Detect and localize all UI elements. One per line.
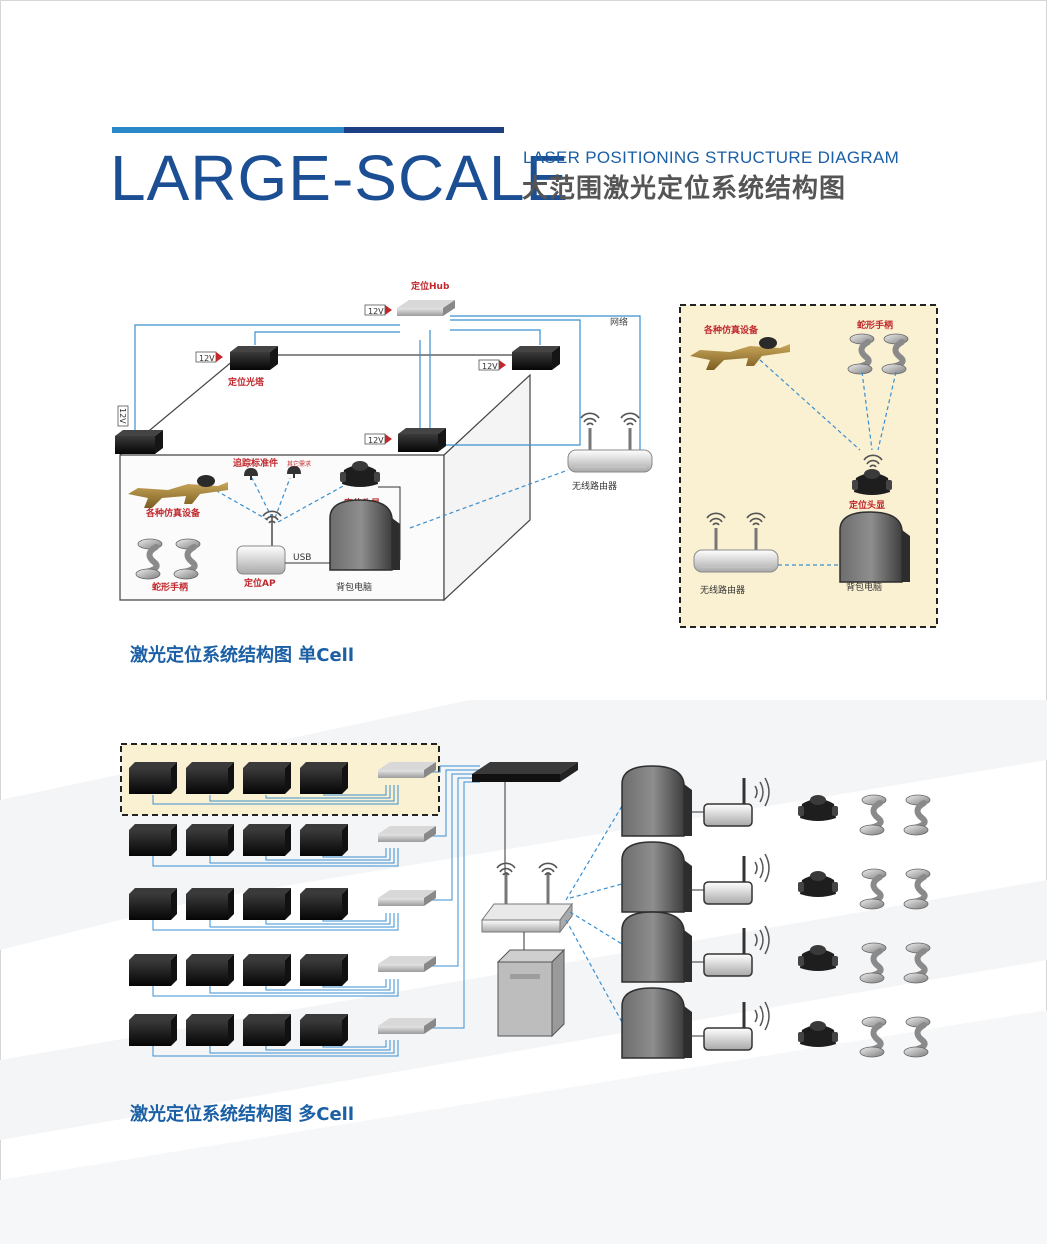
page-title: LARGE-SCALE [110,142,570,214]
inset-sim-label: 各种仿真设备 [703,324,759,336]
header-accent-bar-dark [344,127,504,133]
lighthouse-tower [398,428,446,452]
usb-label: USB [293,553,311,563]
inset-snake-label: 蛇形手柄 [857,319,893,331]
voltage-label: 12V [368,307,384,316]
background-stripe [0,1010,1047,1244]
inset-hmd-label: 定位头显 [848,499,885,511]
multi-cell-caption: 激光定位系统结构图 多Cell [130,1104,355,1125]
subtitle-english: LASER POSITIONING STRUCTURE DIAGRAM [523,148,900,167]
user-station [621,911,930,983]
snake-label: 蛇形手柄 [152,581,188,593]
voltage-label: 12V [199,354,215,363]
sim-device-label: 各种仿真设备 [145,507,201,519]
tower-label: 定位光塔 [227,376,265,388]
user-station [621,987,930,1058]
lighthouse-tower [115,430,163,454]
router-label: 无线路由器 [572,480,617,492]
backpack-pc [329,499,401,571]
server-tower [496,948,566,1038]
lighthouse-tower [512,346,560,370]
user-station [621,841,930,913]
inset-router-label: 无线路由器 [700,584,745,596]
voltage-label: 12V [368,436,384,445]
lighthouse-tower [230,346,278,370]
voltage-tag: 12V [117,405,129,427]
network-label: 网络 [610,316,628,328]
tracker-other-label: 其它需求 [287,460,311,468]
single-cell-caption: 激光定位系统结构图 单Cell [130,645,355,666]
pc-label: 背包电脑 [336,581,372,593]
multi-wireless-links [565,805,623,1023]
svg-text:12V: 12V [118,408,127,424]
ap-label: 定位AP [243,577,276,589]
inset-wireless-links [759,359,897,566]
network-switch [472,762,578,782]
central-router [481,862,573,934]
subtitle-chinese: 大范围激光定位系统结构图 [522,174,847,204]
positioning-hub [397,300,455,316]
positioning-ap [236,510,286,575]
header-accent-bar-light [112,127,344,133]
user-station [621,765,930,836]
network-wires [134,315,641,452]
inset-pc-label: 背包电脑 [846,581,882,593]
backpack-pc [839,511,911,583]
hub-label: 定位Hub [410,280,450,292]
voltage-label: 12V [482,362,498,371]
tracker-label: 追踪标准件 [233,457,278,469]
